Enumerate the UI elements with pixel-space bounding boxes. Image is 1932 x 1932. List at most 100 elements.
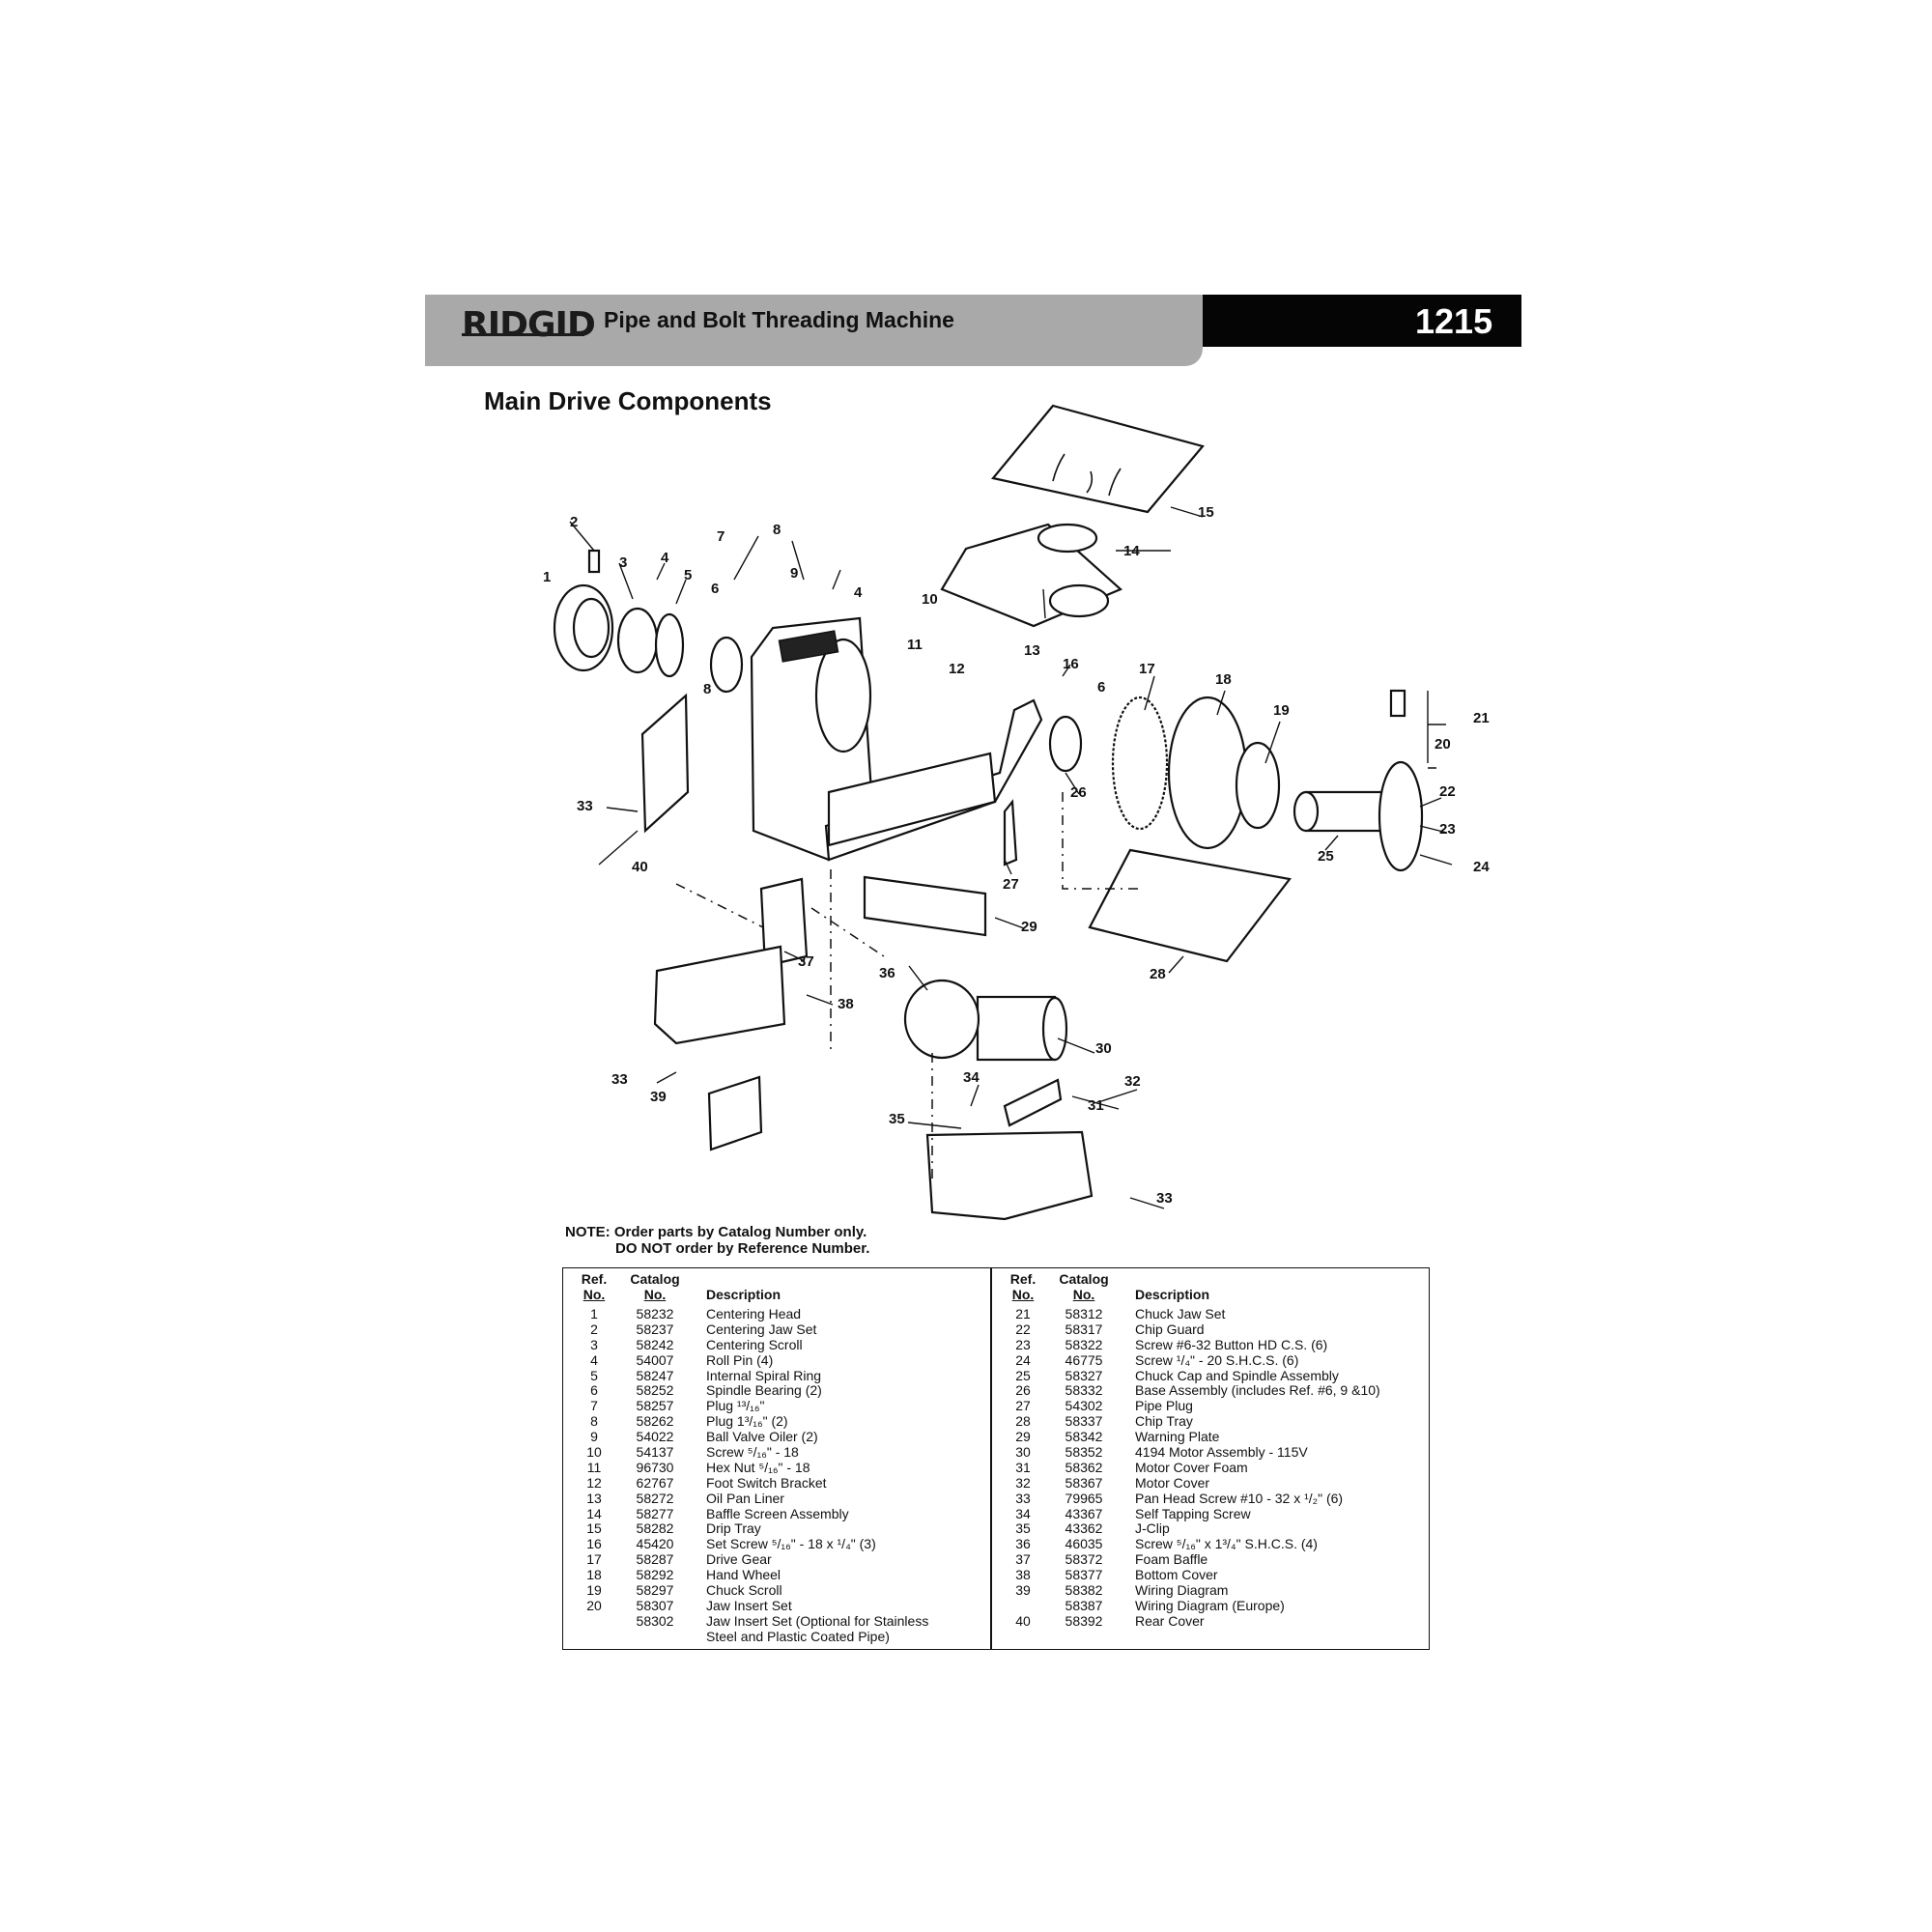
ref-cell: 8: [590, 1413, 598, 1430]
callout-6: 6: [711, 581, 719, 597]
drip-tray-part: [991, 404, 1205, 514]
ref-cell: 35: [1015, 1520, 1031, 1537]
ref-cell: 38: [1015, 1567, 1031, 1583]
ref-cell: 20: [586, 1597, 602, 1613]
description-cell: Motor Cover Foam: [1135, 1459, 1248, 1475]
catalog-cell: 58247: [636, 1367, 674, 1383]
description-cell: Oil Pan Liner: [706, 1490, 784, 1506]
description-cell: Chuck Scroll: [706, 1582, 782, 1599]
catalog-cell: 58277: [636, 1505, 674, 1521]
callout-8b: 8: [703, 681, 711, 697]
spiral-ring-part: [654, 612, 685, 678]
callout-33b: 33: [1156, 1190, 1173, 1207]
ref-cell: 6: [590, 1382, 598, 1399]
description-cell: 4194 Motor Assembly - 115V: [1135, 1444, 1308, 1461]
oil-pan-liner-part: [940, 523, 1123, 628]
description-cell: Foam Baffle: [1135, 1551, 1208, 1568]
ref-cell: 32: [1015, 1474, 1031, 1491]
callout-22: 22: [1439, 783, 1456, 800]
callout-30: 30: [1095, 1040, 1112, 1057]
ref-cell: 13: [586, 1490, 602, 1506]
catalog-cell: 58372: [1065, 1551, 1103, 1568]
callout-9: 9: [790, 565, 798, 582]
description-cell: Drip Tray: [706, 1520, 761, 1537]
callout-32: 32: [1124, 1073, 1141, 1090]
callout-26: 26: [1070, 784, 1087, 801]
ref-cell: 3: [590, 1336, 598, 1352]
callout-12: 12: [949, 661, 965, 677]
callout-16: 16: [1063, 656, 1079, 672]
description-cell: Wiring Diagram (Europe): [1135, 1597, 1285, 1613]
description-cell: Drive Gear: [706, 1551, 772, 1568]
description-cell: Screw ⁵/₁₆" - 18: [706, 1444, 799, 1461]
catalog-cell: 58332: [1065, 1382, 1103, 1399]
callout-40: 40: [632, 859, 648, 875]
description-header-right: Description: [1135, 1287, 1210, 1302]
catalog-cell: 58337: [1065, 1413, 1103, 1430]
description-cell: Motor Cover: [1135, 1474, 1210, 1491]
callout-33: 33: [577, 798, 593, 814]
catalog-cell: 58342: [1065, 1429, 1103, 1445]
motor-assembly-part: [903, 979, 1068, 1062]
catalog-cell: 46035: [1065, 1536, 1103, 1552]
catalog-cell: 58367: [1065, 1474, 1103, 1491]
callout-27: 27: [1003, 876, 1019, 893]
document-title: Pipe and Bolt Threading Machine: [604, 307, 954, 332]
ref-cell: 30: [1015, 1444, 1031, 1461]
description-cell: Chip Guard: [1135, 1321, 1205, 1337]
model-number: 1215: [1415, 301, 1493, 341]
callout-6b: 6: [1097, 679, 1105, 696]
description-cell: Baffle Screen Assembly: [706, 1505, 849, 1521]
callout-5: 5: [684, 567, 692, 583]
callout-19: 19: [1273, 702, 1290, 719]
callout-13: 13: [1024, 642, 1040, 659]
ref-cell: 7: [590, 1398, 598, 1414]
callout-1: 1: [543, 569, 551, 585]
callout-20: 20: [1435, 736, 1451, 753]
base-assembly-part: [750, 616, 1043, 867]
catalog-cell: 58312: [1065, 1306, 1103, 1321]
catalog-cell: 58307: [636, 1597, 674, 1613]
ref-cell: 15: [586, 1520, 602, 1537]
ref-cell: 1: [590, 1306, 598, 1321]
description-cell: Wiring Diagram: [1135, 1582, 1229, 1599]
description-cell: Base Assembly (includes Ref. #6, 9 &10): [1135, 1382, 1380, 1399]
callout-24: 24: [1473, 859, 1490, 875]
table-row: 32 58367 Motor Cover: [992, 1474, 1429, 1492]
callout-36: 36: [879, 965, 895, 981]
chuck-cap-part: [1293, 689, 1424, 872]
catalog-cell: 45420: [636, 1536, 674, 1552]
ref-cell: 40: [1015, 1612, 1031, 1629]
description-cell: Roll Pin (4): [706, 1351, 774, 1368]
ref-cell: 2: [590, 1321, 598, 1337]
catalog-cell: 58242: [636, 1336, 674, 1352]
description-cell: Chuck Cap and Spindle Assembly: [1135, 1367, 1339, 1383]
ref-cell: 18: [586, 1567, 602, 1583]
callout-23: 23: [1439, 821, 1456, 838]
header-band: [425, 295, 1203, 366]
catalog-cell: 46775: [1065, 1351, 1103, 1368]
callout-15: 15: [1198, 504, 1214, 521]
